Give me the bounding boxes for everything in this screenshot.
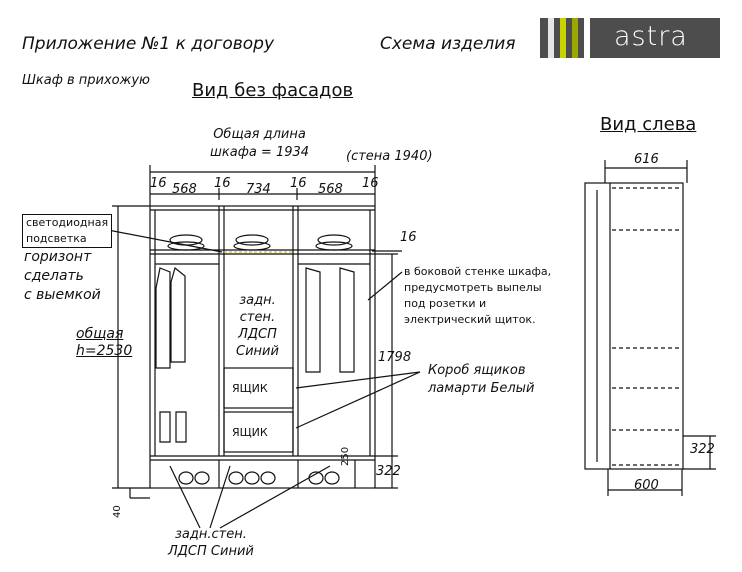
dim-w2: 568: [172, 182, 197, 197]
plinth-height: 322: [376, 464, 401, 479]
side-view-title: Вид слева: [600, 114, 697, 135]
led-label: светодиодная подсветка: [22, 214, 113, 248]
back-panel-label: задн. стен. ЛДСП Синий: [236, 293, 279, 359]
inner-height: 1798: [378, 350, 412, 365]
front-view-title: Вид без фасадов: [192, 80, 354, 101]
drawer-label-2: ЯЩИК: [232, 426, 268, 439]
product-name: Шкаф в прихожую: [22, 73, 150, 88]
top-thickness: 16: [400, 230, 417, 245]
wall-label: (стена 1940): [346, 149, 433, 164]
dim-w7: 16: [362, 176, 379, 191]
astra-logo: astra: [540, 18, 720, 58]
side-plinth-height: 322: [690, 442, 715, 457]
drawer-box-label: Короб ящиков ламарти Белый: [428, 363, 535, 396]
bottom-gap: 40: [112, 505, 123, 518]
dim-w6: 568: [318, 182, 343, 197]
dim-w3: 16: [214, 176, 231, 191]
drawer-label-1: ЯЩИК: [232, 382, 268, 395]
depth-bottom: 600: [634, 478, 659, 493]
appendix-title: Приложение №1 к договору: [22, 34, 275, 54]
depth-top: 616: [634, 152, 659, 167]
dim-w4: 734: [246, 182, 271, 197]
logo-text: astra: [614, 21, 688, 52]
scheme-title: Схема изделия: [380, 34, 516, 54]
side-note: в боковой стенке шкафа, предусмотреть вы…: [404, 265, 552, 326]
dim-w1: 16: [150, 176, 167, 191]
horizon-label: горизонт сделать с выемкой: [24, 249, 101, 303]
dim-w5: 16: [290, 176, 307, 191]
bottom-back-label: задн.стен. ЛДСП Синий: [168, 527, 254, 559]
total-height-label: общая h=2530: [76, 326, 133, 359]
total-length-label: Общая длина шкафа = 1934: [210, 127, 310, 160]
drawer-height-250: 250: [340, 446, 351, 466]
